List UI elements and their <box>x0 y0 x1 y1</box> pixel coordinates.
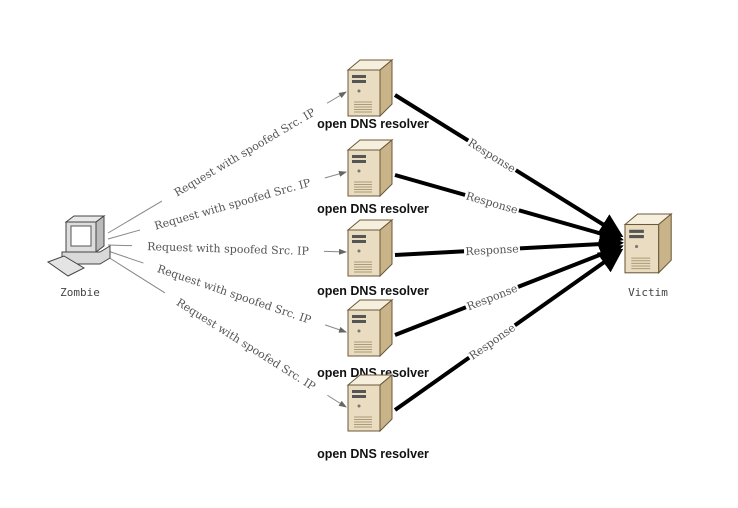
dns-resolver-server-icon <box>346 58 394 118</box>
dns-resolver-server-icon <box>346 138 394 198</box>
response-label: Response <box>465 282 519 314</box>
victim-label: Victim <box>628 286 668 299</box>
zombie-label: Zombie <box>60 286 100 299</box>
resolver-label: open DNS resolver <box>317 447 429 461</box>
resolver-label: open DNS resolver <box>317 202 429 216</box>
resolver-label: open DNS resolver <box>317 284 429 298</box>
zombie-computer-icon <box>46 215 111 277</box>
response-label: Response <box>466 136 518 175</box>
dns-resolver-server-icon <box>346 218 394 278</box>
resolver-label: open DNS resolver <box>317 366 429 380</box>
request-label: Request with spoofed Src. IP <box>147 240 310 258</box>
dns-resolver-server-icon <box>346 373 394 433</box>
response-label: Response <box>464 190 519 217</box>
response-label: Response <box>465 242 519 258</box>
dns-resolver-server-icon <box>346 298 394 358</box>
resolver-label: open DNS resolver <box>317 117 429 131</box>
victim-server-icon <box>623 212 673 275</box>
response-label: Response <box>467 321 518 362</box>
